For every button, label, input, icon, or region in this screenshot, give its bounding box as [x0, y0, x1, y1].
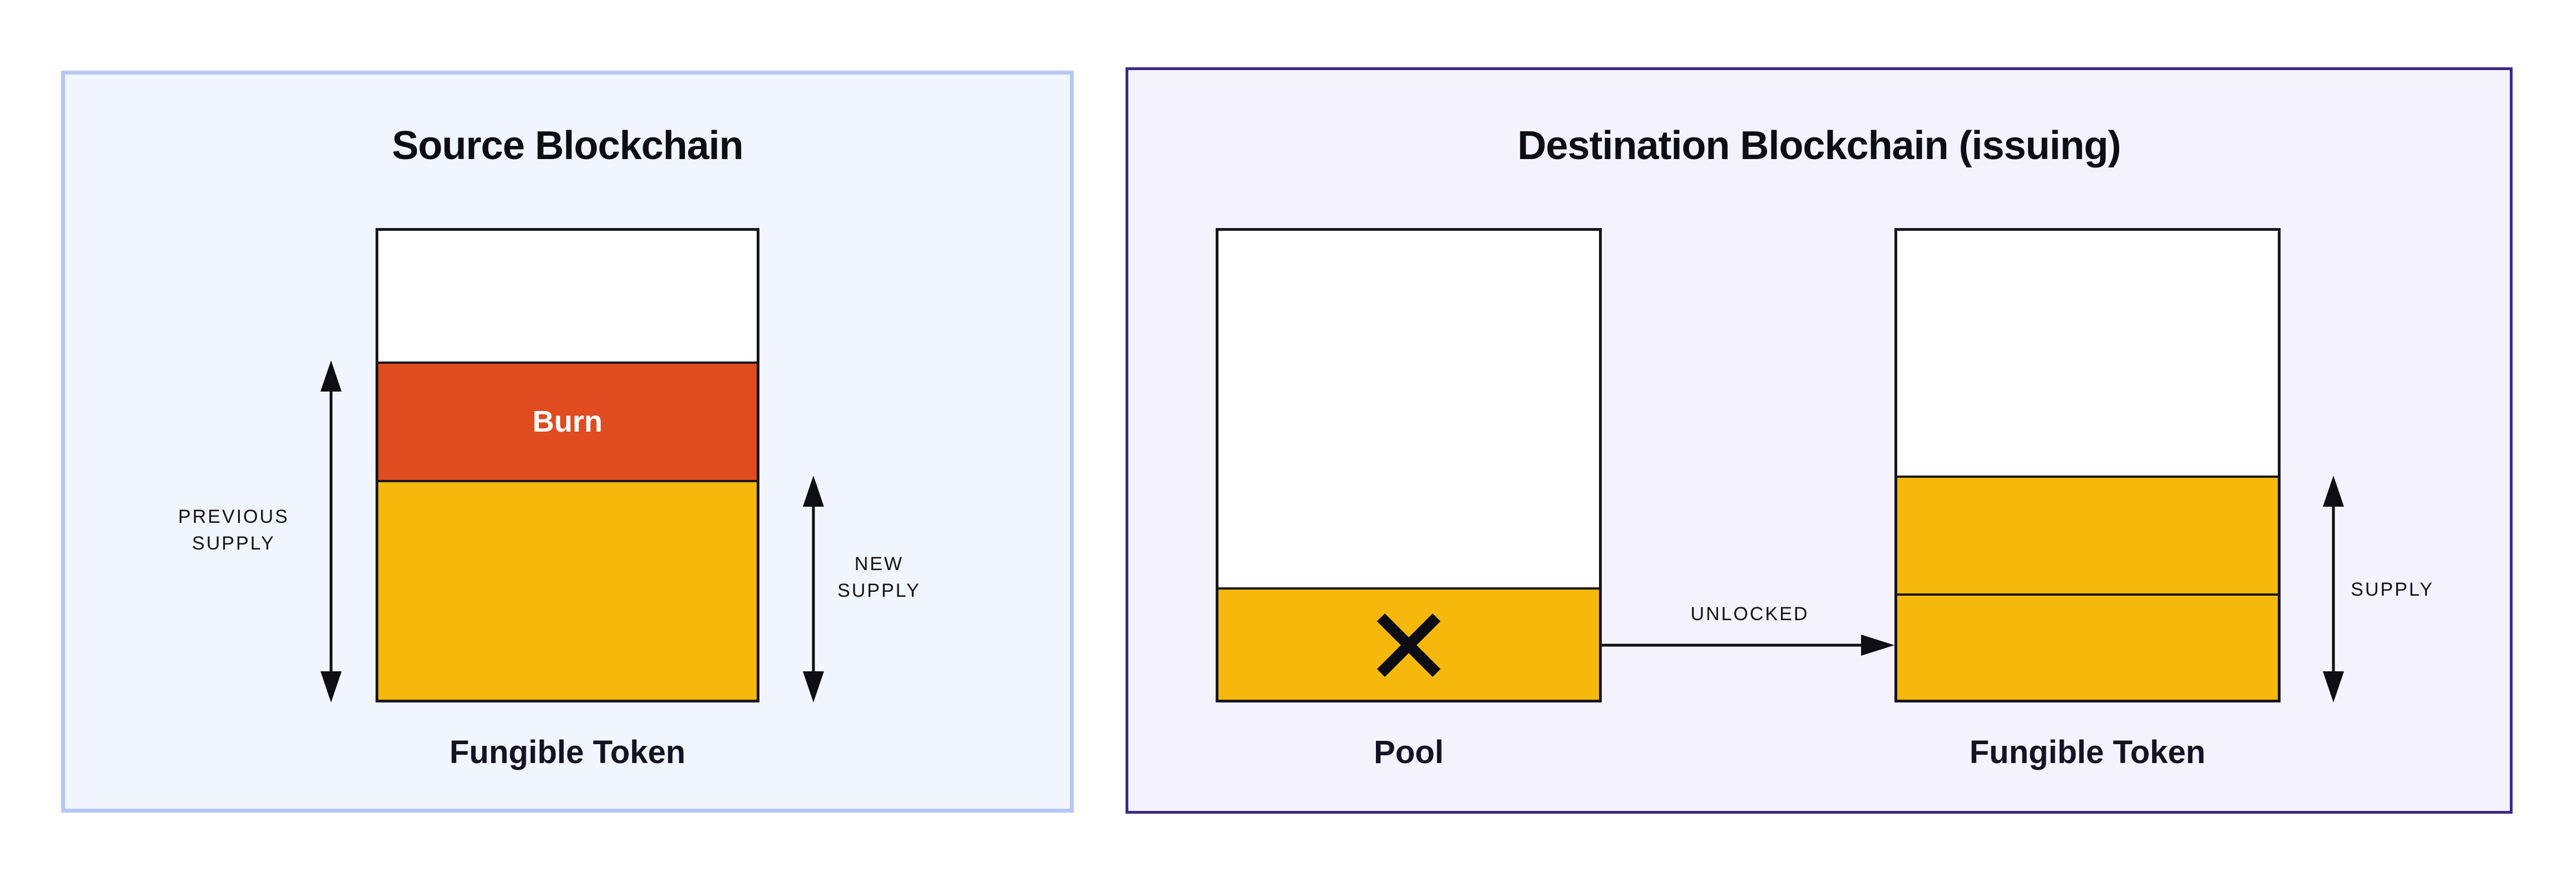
previous-supply-label: PREVIOUS SUPPLY — [134, 503, 334, 557]
pool-bar — [1216, 228, 1602, 702]
unlocked-label: UNLOCKED — [1690, 603, 1809, 625]
source-panel-title: Source Blockchain — [392, 123, 743, 168]
source-bar-segment-unminted — [378, 231, 757, 362]
previous-supply-line2: SUPPLY — [192, 533, 275, 554]
destination-panel-title: Destination Blockchain (issuing) — [1517, 123, 2121, 168]
pool-segment-empty — [1218, 231, 1599, 587]
source-bar-segment-burn: Burn — [378, 362, 757, 480]
source-bar-segment-new-supply — [378, 479, 757, 700]
new-supply-arrow — [803, 476, 824, 702]
new-supply-line2: SUPPLY — [837, 580, 921, 601]
supply-label: SUPPLY — [2351, 579, 2434, 600]
unlocked-arrow — [1602, 635, 1894, 656]
destination-bar-segment-existing — [1897, 593, 2278, 700]
burn-label: Burn — [532, 405, 603, 439]
source-token-bar: Burn — [376, 228, 759, 702]
crossed-out-x-icon — [1376, 613, 1441, 677]
new-supply-line1: NEW — [854, 553, 904, 575]
destination-bar-segment-unminted — [1897, 231, 2278, 476]
supply-arrow — [2323, 476, 2344, 702]
pool-caption: Pool — [1374, 734, 1444, 770]
previous-supply-line1: PREVIOUS — [178, 506, 289, 527]
previous-supply-arrow — [320, 360, 342, 702]
destination-token-bar — [1894, 228, 2281, 702]
new-supply-label: NEW SUPPLY — [832, 551, 926, 604]
source-bar-caption: Fungible Token — [449, 734, 686, 770]
destination-bar-caption: Fungible Token — [1969, 734, 2206, 770]
destination-bar-segment-unlocked — [1897, 476, 2278, 594]
